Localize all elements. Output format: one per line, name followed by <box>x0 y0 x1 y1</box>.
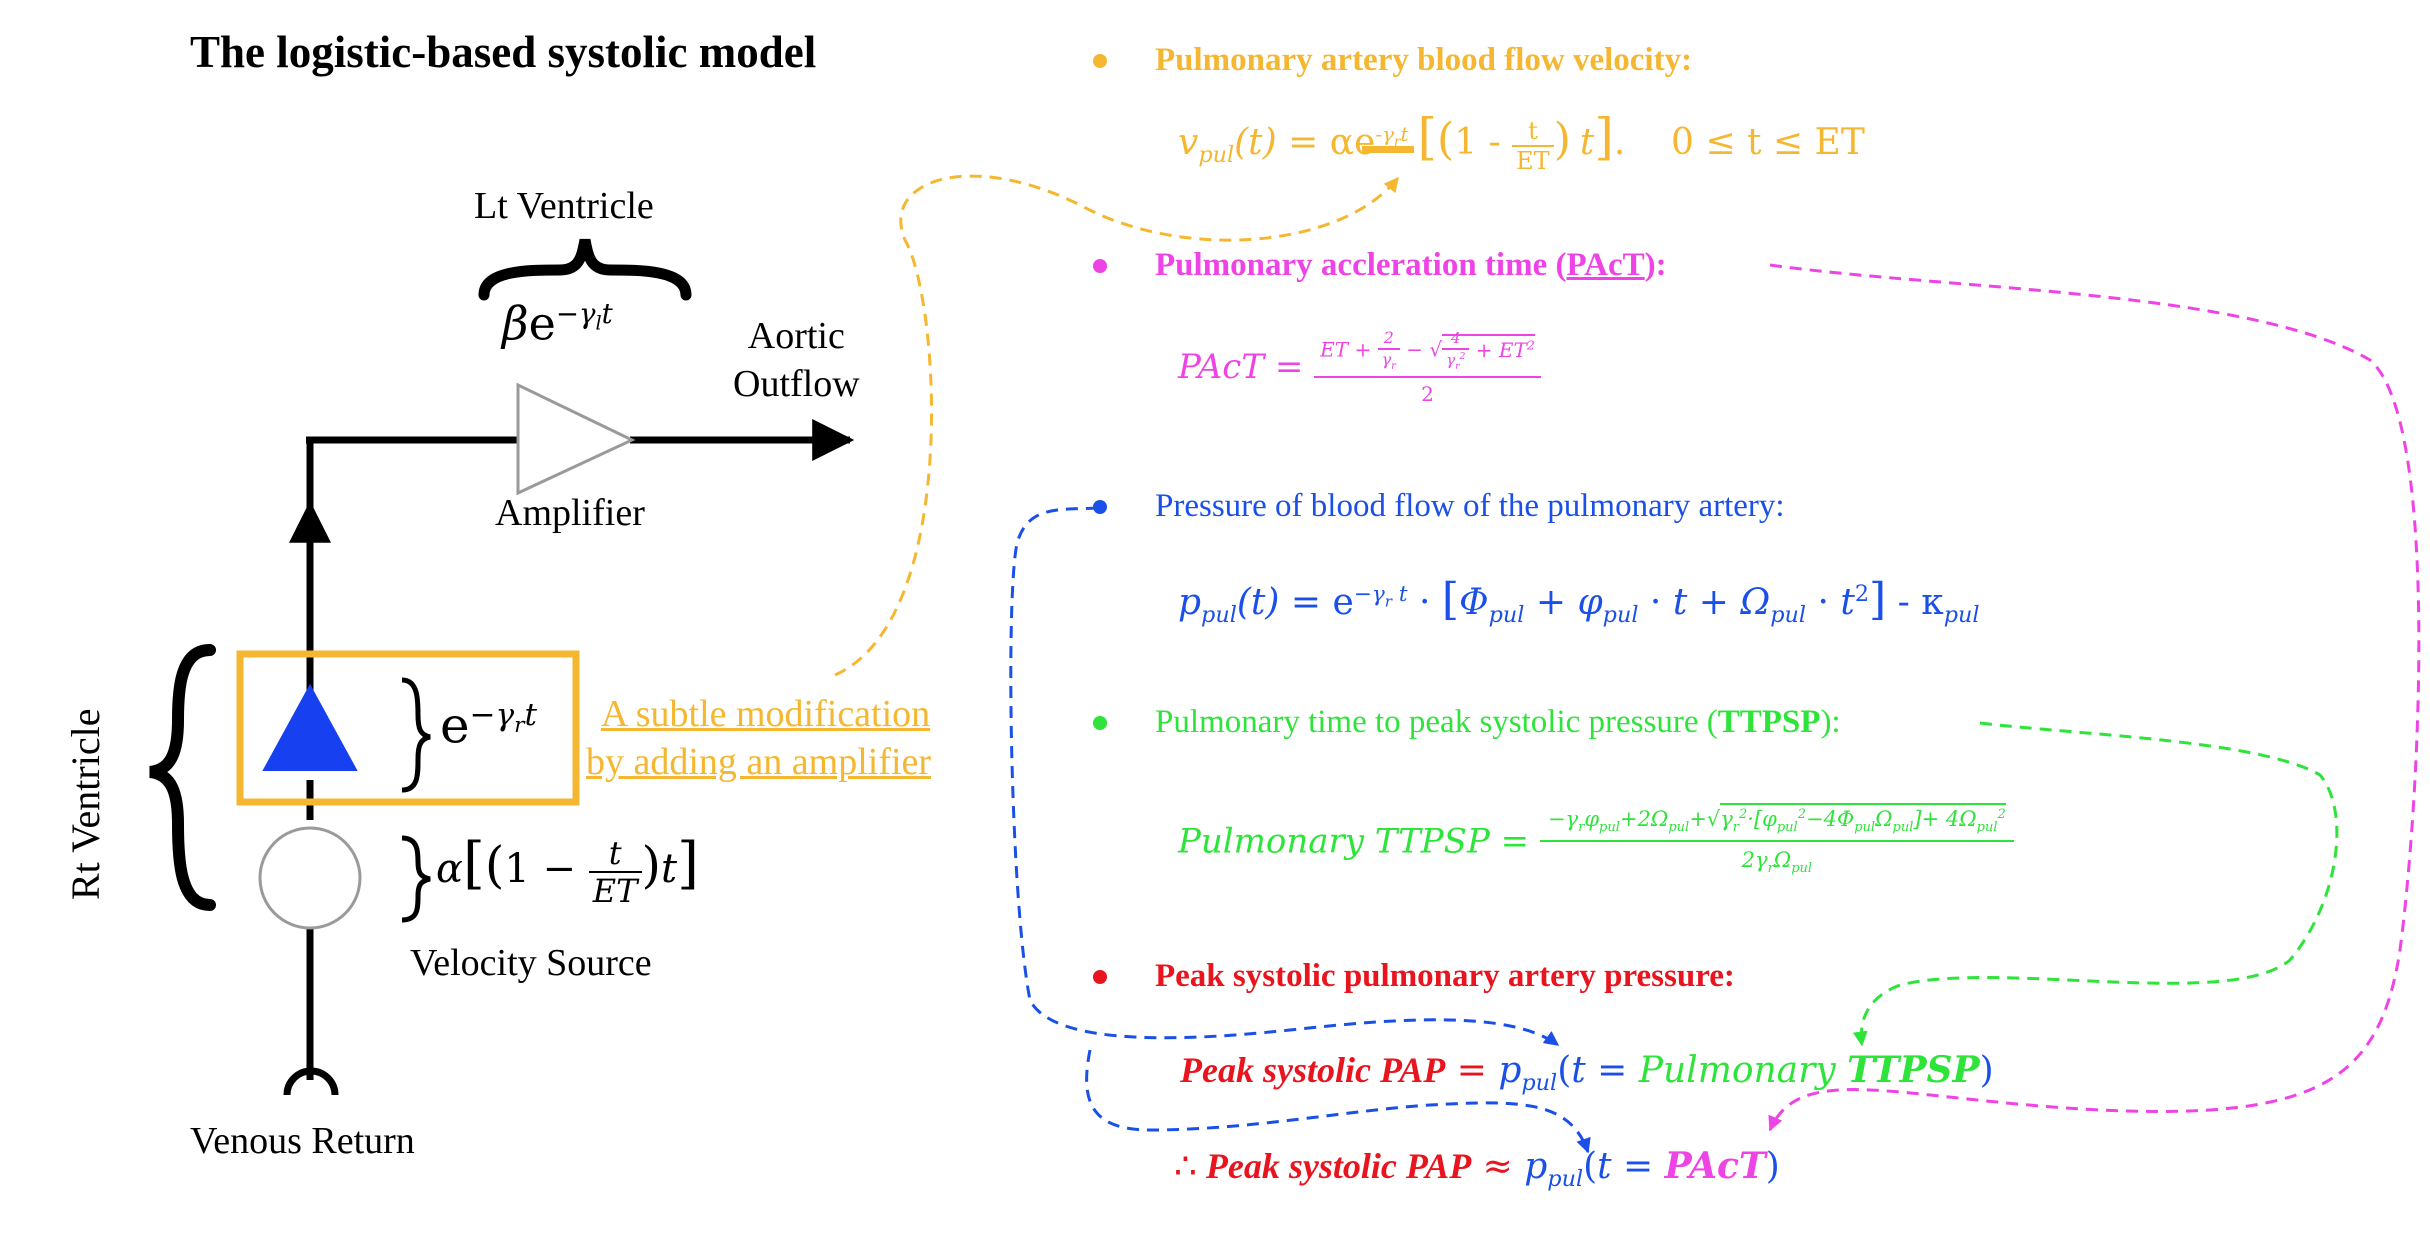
rt-ventricle-brace <box>148 644 216 911</box>
blue-connector-2 <box>1085 1049 1591 1154</box>
bullet-velocity <box>1093 54 1107 68</box>
velocity-source-circle <box>258 826 362 930</box>
pressure-equation: ppul(t) = e−γr t · [Φpul + φpul · t + Ωp… <box>1178 574 1980 629</box>
bullet-label-pressure: Pressure of blood flow of the pulmonary … <box>1155 488 1785 524</box>
blue-connector-1 <box>1009 506 1560 1047</box>
modification-note: A subtle modification by adding an ampli… <box>586 693 931 781</box>
rt-ventricle-label: Rt Ventricle <box>63 708 108 900</box>
bullet-label-velocity: Pulmonary artery blood flow velocity: <box>1155 42 1693 78</box>
peak1-lhs: Peak systolic PAP <box>1180 1050 1446 1090</box>
peak1-mid: Pulmonary <box>1638 1050 1836 1091</box>
rt-formula: e−γrt <box>440 696 537 755</box>
diagram-title: The logistic-based systolic model <box>190 27 817 77</box>
pact-label-pre: Pulmonary accleration time ( <box>1155 247 1567 283</box>
lt-ventricle-brace <box>478 238 692 301</box>
velocity-formula-brace <box>401 835 431 923</box>
lt-formula: βe−γlt <box>502 296 613 351</box>
velocity-exponent-underline <box>1362 146 1414 153</box>
outflow-label: Outflow <box>733 363 860 405</box>
orange-connector <box>834 174 1400 677</box>
pact-label-post: ): <box>1644 247 1667 283</box>
ttpsp-label-post: ): <box>1820 704 1841 740</box>
ttpsp-equation: Pulmonary TTPSP = −γrφpul+2Ωpul+√γr2·[φp… <box>1178 803 2014 875</box>
bullet-ttpsp <box>1093 716 1107 730</box>
ttpsp-label-pre: Pulmonary time to peak systolic pressure… <box>1155 704 1718 740</box>
amplifier-triangle <box>516 382 636 496</box>
modification-line-1: A subtle modification <box>600 693 931 735</box>
bullet-label-peak: Peak systolic pulmonary artery pressure: <box>1155 958 1735 994</box>
peak-equation-2: ∴ Peak systolic PAP ≈ ppul(t = PAcT) <box>1174 1145 1780 1193</box>
peak2-lhs: Peak systolic PAP <box>1205 1146 1472 1186</box>
bullet-peak <box>1093 970 1107 984</box>
aortic-outflow-label: Aortic Outflow <box>733 317 860 403</box>
peak1-ttpsp: TTPSP <box>1847 1049 1980 1091</box>
venous-return-label: Venous Return <box>190 1120 415 1162</box>
rt-amplifier-triangle <box>262 683 358 771</box>
pact-label-link: PAcT <box>1566 247 1645 283</box>
bullet-pressure <box>1093 500 1107 514</box>
therefore-symbol: ∴ <box>1174 1146 1197 1187</box>
bullet-label-pact: Pulmonary accleration time (PAcT): <box>1155 249 1667 282</box>
peak-equation-1: Peak systolic PAP = ppul(t = Pulmonary T… <box>1180 1049 1994 1097</box>
velocity-source-label: Velocity Source <box>410 942 652 984</box>
bullet-label-ttpsp: Pulmonary time to peak systolic pressure… <box>1155 706 1841 739</box>
modification-line-2: by adding an amplifier <box>586 741 932 783</box>
green-connector <box>1852 721 2339 1047</box>
peak2-pact: PAcT <box>1664 1145 1766 1187</box>
amplifier-label: Amplifier <box>495 492 645 534</box>
ttpsp-label-bold: TTPSP <box>1717 704 1821 740</box>
lt-ventricle-label: Lt Ventricle <box>474 185 654 227</box>
aortic-label: Aortic <box>747 315 845 357</box>
amplifier-highlight-box <box>236 650 580 806</box>
magenta-connector <box>1768 263 2421 1132</box>
bullet-pact <box>1093 259 1107 273</box>
rt-formula-brace <box>401 677 431 793</box>
